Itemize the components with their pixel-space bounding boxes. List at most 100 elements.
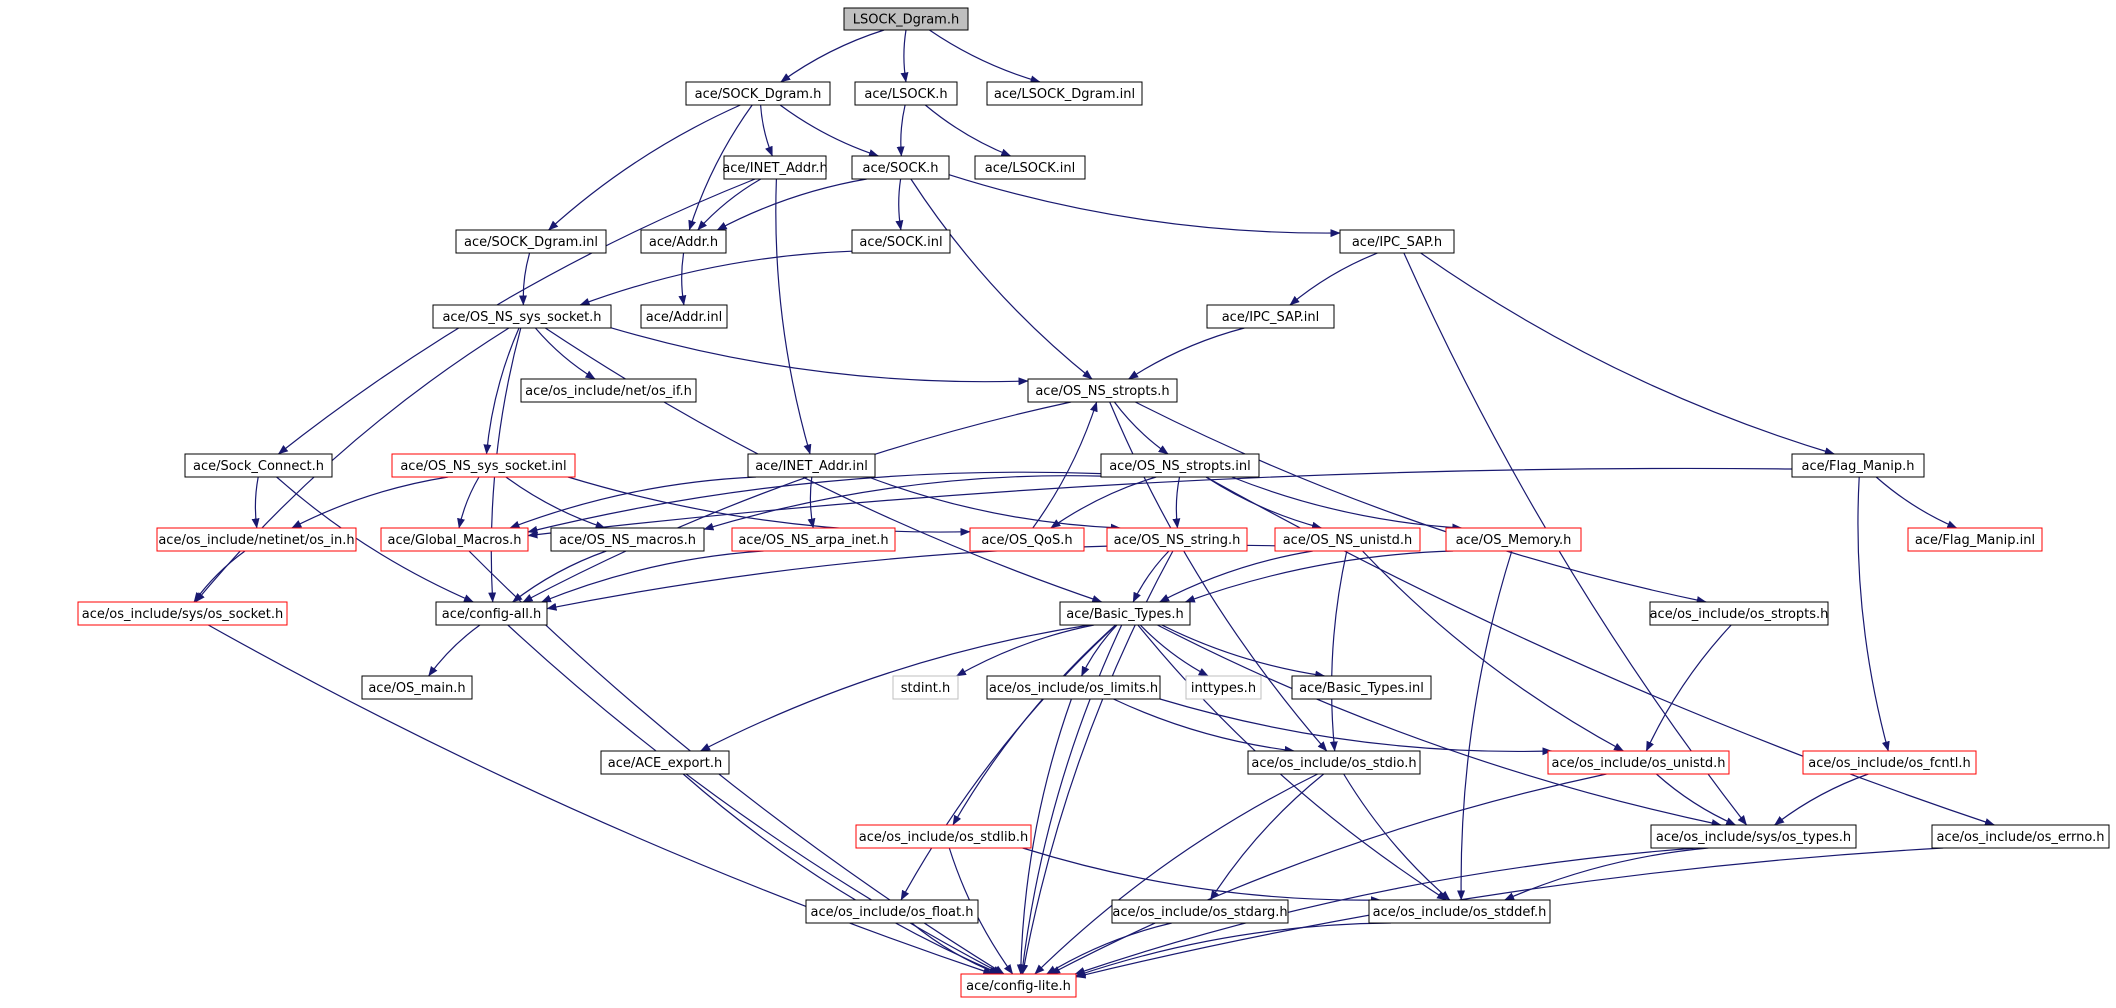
node-os_ns_stropts_inl[interactable]: ace/OS_NS_stropts.inl: [1100, 453, 1260, 478]
node-os_stdarg_h[interactable]: ace/os_include/os_stdarg.h: [1111, 899, 1289, 924]
node-os_main_h[interactable]: ace/OS_main.h: [361, 675, 473, 700]
node-sock_dgram_h[interactable]: ace/SOCK_Dgram.h: [685, 81, 831, 106]
node-os_errno_h[interactable]: ace/os_include/os_errno.h: [1931, 824, 2110, 849]
node-flag_manip_h[interactable]: ace/Flag_Manip.h: [1791, 453, 1925, 478]
node-global_macros_h[interactable]: ace/Global_Macros.h: [380, 527, 529, 552]
node-label: ace/IPC_SAP.h: [1352, 235, 1442, 250]
node-inet_addr_inl[interactable]: ace/INET_Addr.inl: [747, 453, 876, 478]
node-inet_addr_h[interactable]: ace/INET_Addr.h: [722, 155, 828, 180]
edge-os_ns_sys_socket_h-to-os_ns_sys_socket_inl: [483, 327, 520, 455]
node-config_lite_h[interactable]: ace/config-lite.h: [960, 973, 1077, 998]
node-label: ace/SOCK.inl: [859, 235, 942, 250]
node-os_stddef_h[interactable]: ace/os_include/os_stddef.h: [1368, 899, 1551, 924]
edge-os_qos_h-to-os_ns_stropts_h: [1032, 401, 1098, 529]
edge-os_ns_sys_socket_inl-to-os_ns_macros_h: [505, 476, 606, 529]
node-sock_connect_h[interactable]: ace/Sock_Connect.h: [184, 453, 333, 478]
node-box: [391, 453, 576, 478]
node-label: ace/Global_Macros.h: [388, 533, 522, 548]
edge-os_stdio_h-to-os_stdarg_h: [1209, 773, 1325, 901]
node-os_ns_sys_socket_inl[interactable]: ace/OS_NS_sys_socket.inl: [391, 453, 576, 478]
node-os_fcntl_h[interactable]: ace/os_include/os_fcntl.h: [1802, 750, 1977, 775]
node-label: ace/Sock_Connect.h: [193, 459, 324, 474]
node-os_qos_h[interactable]: ace/OS_QoS.h: [969, 527, 1085, 552]
edge-flag_manip_h-to-os_fcntl_h: [1857, 476, 1890, 752]
node-os_ns_unistd_h[interactable]: ace/OS_NS_unistd.h: [1274, 527, 1421, 552]
node-lsock_inl[interactable]: ace/LSOCK.inl: [974, 155, 1086, 180]
edge-os_ns_sys_socket_inl-to-os_qos_h: [567, 476, 971, 536]
node-addr_h[interactable]: ace/Addr.h: [640, 229, 727, 254]
node-box: [455, 229, 607, 254]
node-box: [1802, 750, 1977, 775]
node-os_stdlib_h[interactable]: ace/os_include/os_stdlib.h: [855, 824, 1032, 849]
node-basic_types_h[interactable]: ace/Basic_Types.h: [1059, 601, 1191, 626]
edge-os_errno_h-to-config_lite_h: [1075, 847, 1944, 979]
edge-addr_h-to-addr_inl: [678, 252, 687, 306]
node-label: ace/Flag_Manip.inl: [1915, 533, 2035, 548]
node-label: ace/os_include/os_stddef.h: [1373, 905, 1547, 920]
node-os_stdio_h[interactable]: ace/os_include/os_stdio.h: [1247, 750, 1421, 775]
node-os_if_h[interactable]: ace/os_include/net/os_if.h: [520, 378, 697, 403]
node-os_types_h[interactable]: ace/os_include/sys/os_types.h: [1650, 824, 1857, 849]
node-box: [1059, 601, 1191, 626]
edge-os_ns_stropts_h-to-os_ns_stropts_inl: [1113, 401, 1169, 455]
edge-basic_types_h-to-os_limits_h: [1080, 624, 1118, 677]
node-os_float_h[interactable]: ace/os_include/os_float.h: [805, 899, 979, 924]
edge-ipc_sap_h-to-flag_manip_h: [1420, 252, 1835, 456]
node-label: ace/os_include/os_errno.h: [1937, 830, 2105, 845]
node-config_all_h[interactable]: ace/config-all.h: [435, 601, 548, 626]
node-os_ns_stropts_h[interactable]: ace/OS_NS_stropts.h: [1027, 378, 1178, 403]
node-basic_types_inl[interactable]: ace/Basic_Types.inl: [1291, 675, 1432, 700]
node-os_ns_string_h[interactable]: ace/OS_NS_string.h: [1106, 527, 1248, 552]
node-os_stropts_h[interactable]: ace/os_include/os_stropts.h: [1649, 601, 1829, 626]
edge-basic_types_h-to-os_float_h: [900, 624, 1117, 901]
node-lsock_dgram_h[interactable]: LSOCK_Dgram.h: [843, 7, 969, 31]
node-label: ace/config-all.h: [442, 607, 542, 622]
node-flag_manip_inl[interactable]: ace/Flag_Manip.inl: [1907, 527, 2043, 552]
node-label: ace/ACE_export.h: [608, 756, 722, 771]
edge-sock_h-to-sock_inl: [895, 178, 904, 231]
edge-inet_addr_inl-to-os_ns_string_h: [868, 476, 1121, 532]
edge-os_ns_stropts_inl-to-global_macros_h: [527, 471, 1102, 534]
node-label: ace/os_include/os_float.h: [810, 905, 973, 920]
node-box: [851, 229, 951, 254]
node-ace_export_h[interactable]: ace/ACE_export.h: [600, 750, 730, 775]
node-os_limits_h[interactable]: ace/os_include/os_limits.h: [986, 675, 1161, 700]
node-label: ace/os_include/os_limits.h: [989, 681, 1158, 696]
node-stdint_h: stdint.h: [892, 675, 959, 700]
node-box: [1106, 527, 1248, 552]
edge-os_ns_unistd_h-to-os_unistd_h: [1362, 550, 1624, 752]
node-os_in_h[interactable]: ace/os_include/netinet/os_in.h: [156, 527, 357, 552]
node-ipc_sap_inl[interactable]: ace/IPC_SAP.inl: [1206, 304, 1335, 329]
edge-os_ns_unistd_h-to-os_stdio_h: [1329, 550, 1348, 752]
node-os_socket_h[interactable]: ace/os_include/sys/os_socket.h: [77, 601, 288, 626]
node-sock_inl[interactable]: ace/SOCK.inl: [851, 229, 951, 254]
node-os_memory_h[interactable]: ace/OS_Memory.h: [1445, 527, 1582, 552]
node-os_ns_macros_h[interactable]: ace/OS_NS_macros.h: [550, 527, 705, 552]
node-os_unistd_h[interactable]: ace/os_include/os_unistd.h: [1547, 750, 1730, 775]
node-box: [731, 527, 896, 552]
node-box: [1907, 527, 2043, 552]
node-label: ace/os_include/os_stropts.h: [1650, 607, 1829, 622]
node-box: [77, 601, 288, 626]
node-box: [550, 527, 705, 552]
node-addr_inl[interactable]: ace/Addr.inl: [640, 304, 728, 329]
node-box: [1791, 453, 1925, 478]
node-label: ace/os_include/os_unistd.h: [1551, 756, 1725, 771]
edge-os_ns_string_h-to-basic_types_h: [1132, 550, 1170, 603]
node-sock_dgram_inl[interactable]: ace/SOCK_Dgram.inl: [455, 229, 607, 254]
edge-sock_dgram_h-to-addr_h: [688, 104, 753, 231]
node-box: [1100, 453, 1260, 478]
node-ipc_sap_h[interactable]: ace/IPC_SAP.h: [1339, 229, 1455, 254]
edge-sock_dgram_h-to-sock_dgram_inl: [548, 104, 741, 231]
node-label: ace/OS_NS_macros.h: [559, 533, 696, 548]
edge-os_ns_stropts_inl-to-os_ns_string_h: [1172, 476, 1181, 529]
node-os_ns_sys_socket_h[interactable]: ace/OS_NS_sys_socket.h: [432, 304, 612, 329]
node-os_ns_arpa_inet_h[interactable]: ace/OS_NS_arpa_inet.h: [731, 527, 896, 552]
node-lsock_dgram_inl[interactable]: ace/LSOCK_Dgram.inl: [986, 81, 1143, 106]
node-sock_h[interactable]: ace/SOCK.h: [851, 155, 950, 180]
node-lsock_h[interactable]: ace/LSOCK.h: [854, 81, 958, 106]
edge-os_ns_stropts_h-to-os_stropts_h: [1135, 401, 1707, 604]
node-label: ace/SOCK_Dgram.inl: [464, 235, 598, 250]
node-box: [1931, 824, 2110, 849]
edge-os_memory_h-to-os_stddef_h: [1457, 550, 1513, 901]
